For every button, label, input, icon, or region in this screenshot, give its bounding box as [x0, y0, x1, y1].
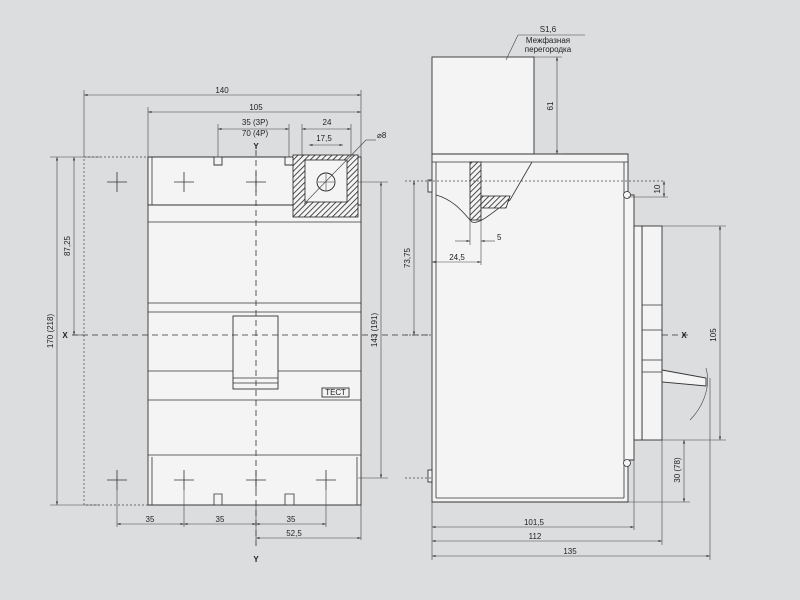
test-button-label: ТЕСТ [325, 388, 346, 397]
side-screw-bottom [623, 459, 631, 467]
busbar-vertical [469, 161, 482, 221]
dim-105: 105 [249, 103, 263, 112]
dim-170-218: 170 (218) [46, 314, 55, 349]
label-s16: S1,6 [540, 25, 557, 34]
dim-143-191: 143 (191) [370, 313, 379, 348]
dim-105-side: 105 [709, 328, 718, 342]
side-body [431, 153, 635, 503]
test-button [321, 387, 350, 398]
axis-x-left-label: X [62, 331, 68, 340]
dim-70-4p: 70 (4P) [242, 129, 269, 138]
dim-140: 140 [215, 86, 229, 95]
dim-17-5: 17,5 [316, 134, 332, 143]
dim-61: 61 [546, 101, 555, 110]
busbar-horizontal [480, 195, 511, 209]
dim-35-3p: 35 (3P) [242, 118, 269, 127]
dim-35-b: 35 [216, 515, 225, 524]
dim-112: 112 [529, 532, 542, 541]
dim-135: 135 [563, 547, 577, 556]
dim-5: 5 [497, 233, 502, 242]
side-handle [661, 369, 707, 387]
label-barrier-line2: перегородка [525, 45, 572, 54]
dim-35-c: 35 [287, 515, 296, 524]
label-barrier-line1: Межфазная [526, 36, 570, 45]
bottom-cover-notches [148, 493, 361, 506]
dim-52-5: 52,5 [286, 529, 302, 538]
dim-87-25: 87,25 [63, 235, 72, 256]
axis-y-top-label: Y [253, 142, 259, 151]
dim-phi8: ⌀8 [377, 131, 387, 140]
dim-35-a: 35 [146, 515, 155, 524]
axis-y-bottom-label: Y [253, 555, 259, 564]
dim-30-78: 30 (78) [673, 457, 682, 483]
dim-10: 10 [653, 184, 662, 193]
side-view: X S1,6 Межфазная перегородка 61 10 73,75… [403, 25, 726, 560]
front-view: ТЕСТ Y Y X 140 105 [46, 86, 690, 564]
dim-73-75: 73,75 [403, 247, 412, 268]
side-screw-top [623, 191, 631, 199]
axis-x-right-label: X [681, 331, 687, 340]
dim-24: 24 [323, 118, 332, 127]
phase-barrier [431, 56, 535, 155]
dim-24-5: 24,5 [449, 253, 465, 262]
dim-101-5: 101,5 [524, 518, 545, 527]
front-panel [641, 225, 663, 441]
breaker-handle [232, 315, 279, 390]
